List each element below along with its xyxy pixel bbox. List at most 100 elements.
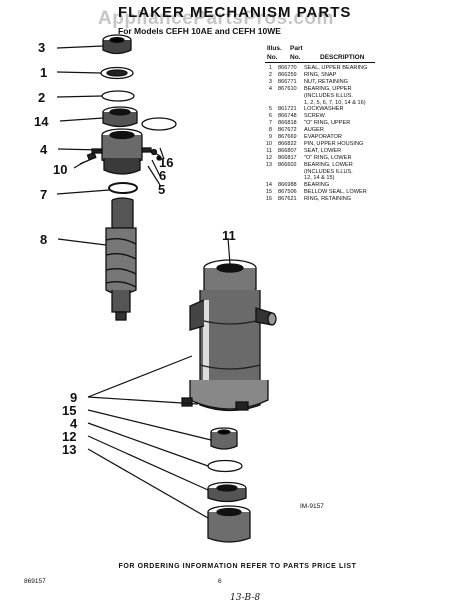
table-row: 1, 2, 5, 6, 7, 10, 14 & 16) <box>262 100 402 107</box>
page-code: 869157 <box>24 578 46 585</box>
callout-13: 13 <box>62 442 76 457</box>
row-description: SEAT, LOWER <box>304 147 342 154</box>
table-header-description: DESCRIPTION <box>320 54 365 61</box>
row-description: RING, SNAP <box>304 71 337 78</box>
table-header-partno: No. <box>290 54 301 61</box>
callout-4-lower: 4 <box>70 416 78 431</box>
bearing-part <box>102 106 138 128</box>
row-description: BELLOW SEAL, LOWER <box>304 189 367 196</box>
lower-seat-part <box>207 505 251 543</box>
table-row: 2 866259 RING, SNAP <box>262 72 402 79</box>
row-part-no: 867621 <box>278 196 297 203</box>
row-illus-no: 2 <box>268 71 272 78</box>
row-illus-no: 7 <box>268 120 272 127</box>
figure-code: IM-9157 <box>300 503 324 510</box>
row-description: (INCLUDES ILLUS. <box>304 168 353 175</box>
table-row: 7 866818 "O" RING, UPPER <box>262 120 402 127</box>
row-illus-no: 1 <box>268 65 272 71</box>
upper-bearing-seal-part <box>100 66 134 80</box>
row-part-no: 867669 <box>278 134 297 140</box>
row-description: "O" RING, UPPER <box>304 120 351 127</box>
row-illus-no: 12 <box>265 154 272 161</box>
table-row: 12 866817 "O" RING, LOWER <box>262 155 402 162</box>
row-illus-no: 10 <box>265 140 272 147</box>
callout-4: 4 <box>40 142 48 157</box>
row-description: NUT, RETAINING <box>304 78 349 85</box>
row-illus-no: 5 <box>268 106 272 113</box>
callout-1: 1 <box>40 65 47 80</box>
row-part-no: 861721 <box>278 106 297 113</box>
row-description: 1, 2, 5, 6, 7, 10, 14 & 16) <box>304 99 366 106</box>
row-part-no: 866259 <box>278 71 297 78</box>
row-description: EVAPORATOR <box>304 134 342 140</box>
row-description: (INCLUDES ILLUS. <box>304 92 353 99</box>
row-part-no: 866770 <box>278 65 297 71</box>
table-row: 12, 14 & 15) <box>262 175 402 182</box>
callout-8: 8 <box>40 232 47 247</box>
upper-bearing-housing-part <box>91 128 152 175</box>
row-part-no: 867506 <box>278 189 297 196</box>
row-illus-no: 4 <box>268 85 272 92</box>
row-description: "O" RING, LOWER <box>304 154 352 161</box>
row-description: SEAL, UPPER BEARING <box>304 65 368 71</box>
row-part-no: 867610 <box>278 85 297 92</box>
lower-bellow-seal-part <box>210 427 238 450</box>
row-description: 12, 14 & 15) <box>304 175 335 182</box>
page-number: 6 <box>218 578 222 585</box>
callout-16: 16 <box>159 155 173 170</box>
row-illus-no: 15 <box>265 189 272 196</box>
row-part-no: 866807 <box>278 147 297 154</box>
table-row: 1 866770 SEAL, UPPER BEARING <box>262 65 402 72</box>
callout-2: 2 <box>38 90 45 105</box>
ordering-footer: FOR ORDERING INFORMATION REFER TO PARTS … <box>118 563 357 570</box>
retaining-ring-part <box>141 117 177 131</box>
handwritten-note: 13-B-8 <box>230 593 261 603</box>
row-part-no: 866602 <box>278 161 297 168</box>
table-header-part: Part <box>290 45 303 52</box>
callout-9: 9 <box>70 390 77 405</box>
watermark: AppliancePartsPros.com <box>98 8 334 29</box>
table-row: 9 867669 EVAPORATOR <box>262 134 402 141</box>
callout-7: 7 <box>40 187 47 202</box>
snap-ring-part <box>101 90 135 102</box>
callout-10: 10 <box>53 162 67 177</box>
callout-11: 11 <box>222 228 236 243</box>
row-part-no: 866817 <box>278 154 297 161</box>
row-part-no: 866818 <box>278 120 297 127</box>
row-illus-no: 6 <box>268 113 272 120</box>
row-illus-no: 13 <box>265 161 272 168</box>
page-subtitle: For Models CEFH 10AE and CEFH 10WE <box>118 26 281 36</box>
callout-12: 12 <box>62 429 76 444</box>
table-row: 15 867506 BELLOW SEAL, LOWER <box>262 189 402 196</box>
table-row: 5 861721 LOCKWASHER <box>262 106 402 113</box>
leader-lines <box>56 45 231 519</box>
lower-bearing-part <box>207 481 247 503</box>
row-part-no: 866748 <box>278 113 297 120</box>
retaining-nut-part <box>102 34 132 55</box>
row-illus-no: 8 <box>268 127 272 134</box>
lower-o-ring-part <box>207 459 243 473</box>
table-row: 3 866771 NUT, RETAINING <box>262 79 402 86</box>
row-description: BEARING <box>304 182 330 189</box>
table-header-rule <box>265 62 375 63</box>
row-part-no: 866771 <box>278 78 297 85</box>
table-header-no: No. <box>267 54 278 61</box>
table-row: (INCLUDES ILLUS. <box>262 169 402 176</box>
row-illus-no: 3 <box>268 78 272 85</box>
row-description: LOCKWASHER <box>304 106 344 113</box>
callout-6: 6 <box>159 168 166 183</box>
upper-o-ring-part <box>108 182 138 194</box>
row-description: BEARING, LOWER <box>304 161 353 168</box>
row-part-no: 866988 <box>278 182 297 189</box>
table-row: (INCLUDES ILLUS. <box>262 93 402 100</box>
row-description: AUGER <box>304 127 324 134</box>
page-title: FLAKER MECHANISM PARTS <box>118 4 352 21</box>
callout-5: 5 <box>158 182 165 197</box>
row-illus-no: 9 <box>268 134 272 140</box>
